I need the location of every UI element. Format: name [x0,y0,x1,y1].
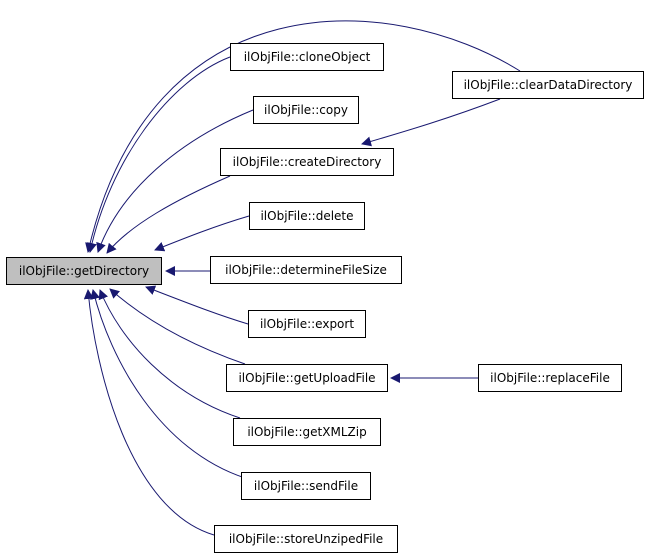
node-label: ilObjFile::getXMLZip [247,425,367,439]
edge-copy-to-root [96,109,254,253]
edge-clone-object-to-root [87,56,231,253]
node-label: ilObjFile::createDirectory [232,155,382,169]
node-label: ilObjFile::cloneObject [243,50,371,64]
node-label: ilObjFile::sendFile [253,479,359,493]
node-get-xml-zip[interactable]: ilObjFile::getXMLZip [233,418,381,446]
node-clone-object[interactable]: ilObjFile::cloneObject [230,43,384,71]
node-store-unziped-file[interactable]: ilObjFile::storeUnzipedFile [214,525,398,553]
node-label: ilObjFile::getUploadFile [238,371,376,385]
node-export[interactable]: ilObjFile::export [248,310,366,338]
edge-store-unziped-file-to-root [83,289,215,536]
node-label: ilObjFile::storeUnzipedFile [228,532,384,546]
node-create-directory[interactable]: ilObjFile::createDirectory [220,148,394,176]
edge-export-to-root [145,285,249,325]
node-label: ilObjFile::copy [264,103,348,117]
edge-get-upload-file-to-root [109,288,246,365]
node-determine-file-size[interactable]: ilObjFile::determineFileSize [210,256,402,284]
node-clear-data-directory[interactable]: ilObjFile::clearDataDirectory [452,71,644,99]
node-get-upload-file[interactable]: ilObjFile::getUploadFile [226,364,388,392]
node-delete[interactable]: ilObjFile::delete [249,202,365,230]
edge-send-file-to-root [90,289,246,479]
node-send-file[interactable]: ilObjFile::sendFile [241,472,371,500]
node-get-directory: ilObjFile::getDirectory [6,257,162,285]
edge-clear-data-directory-to-create-directory [361,98,501,147]
node-label: ilObjFile::replaceFile [490,371,610,385]
edge-create-directory-to-root [106,175,231,254]
node-label: ilObjFile::delete [260,209,354,223]
node-label: ilObjFile::export [259,317,355,331]
edge-clear-data-directory-to-root [85,20,521,253]
node-copy[interactable]: ilObjFile::copy [253,96,359,124]
edge-get-xml-zip-to-root [98,289,241,419]
node-label: ilObjFile::getDirectory [18,264,150,278]
node-replace-file[interactable]: ilObjFile::replaceFile [478,364,622,392]
node-label: ilObjFile::determineFileSize [225,263,387,277]
node-label: ilObjFile::clearDataDirectory [463,78,633,92]
edge-delete-to-root [154,215,250,252]
